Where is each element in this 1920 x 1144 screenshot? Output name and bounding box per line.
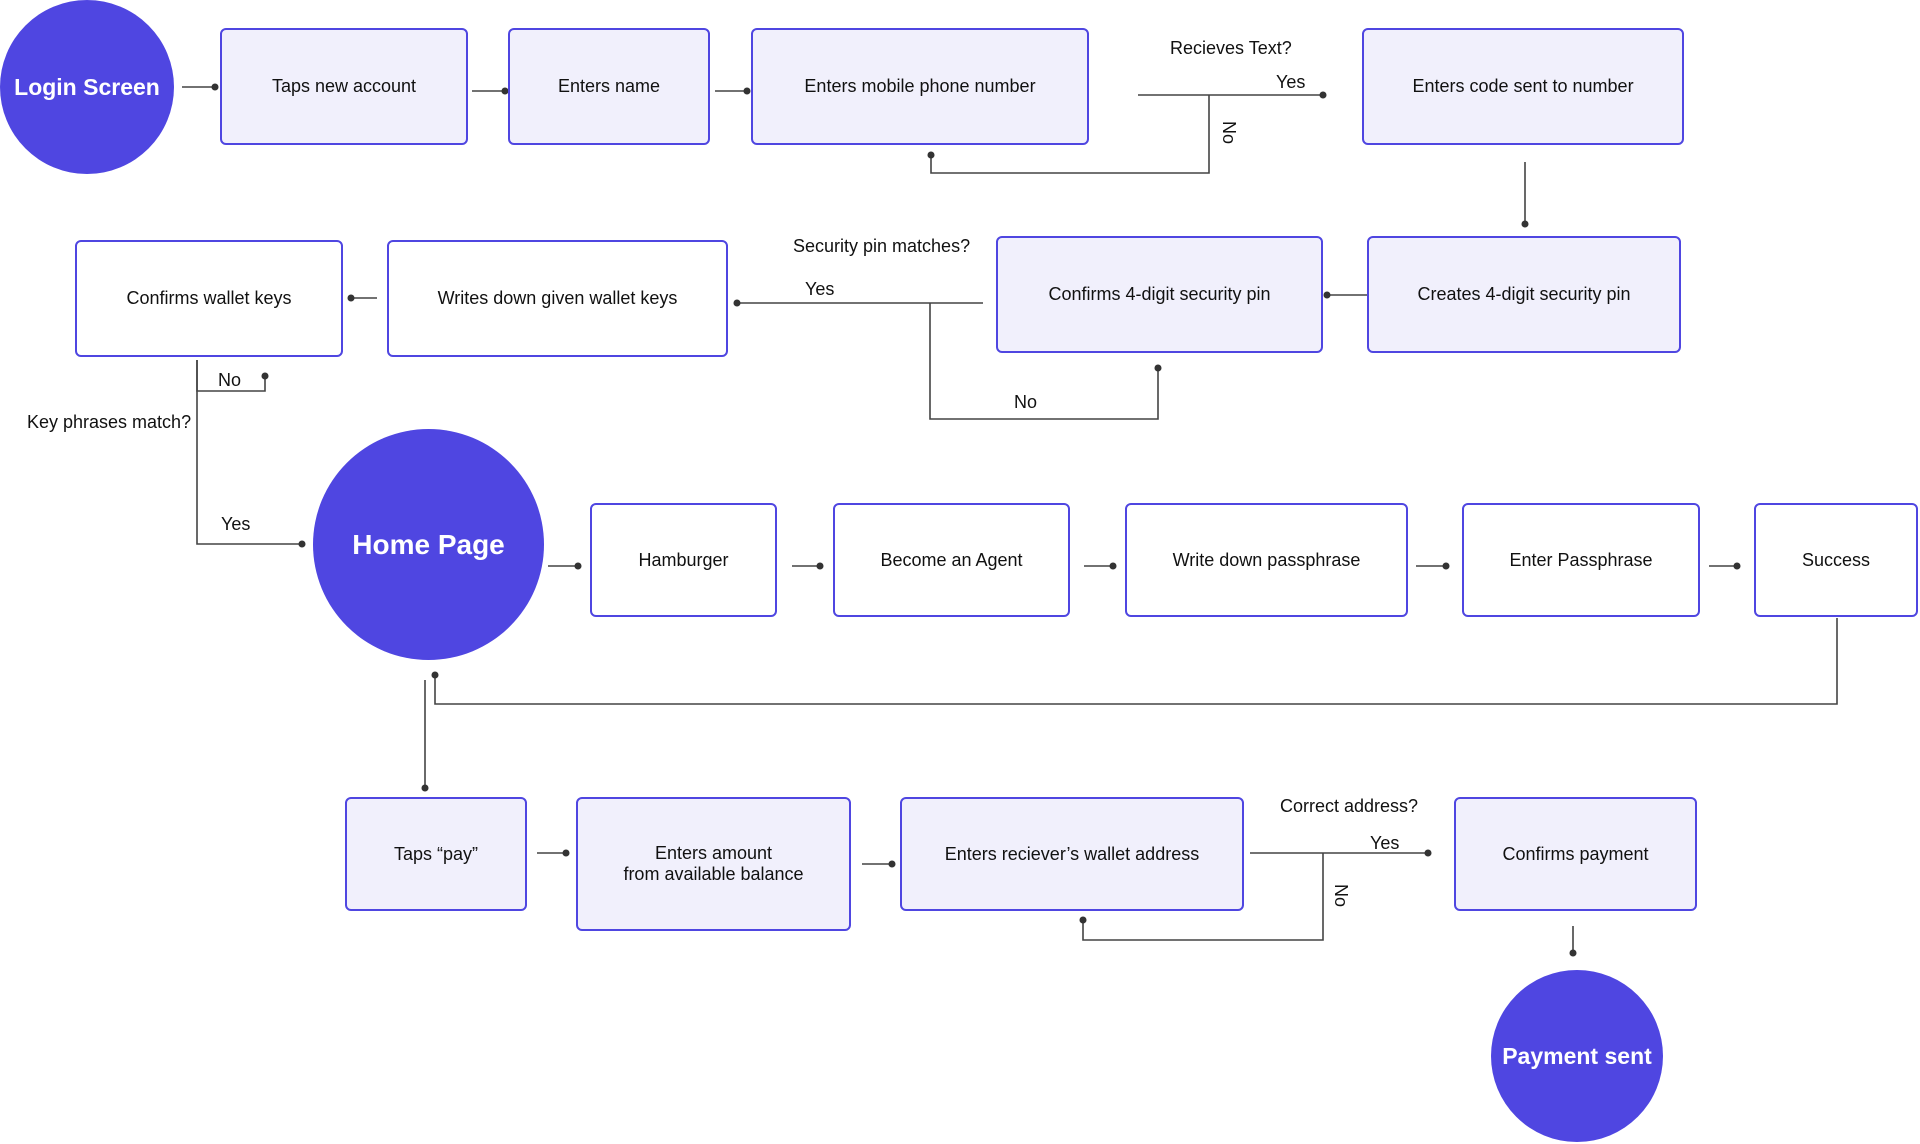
step-enters-address: Enters reciever’s wallet address [900,797,1244,911]
correct-address-question: Correct address? [1280,796,1419,816]
recieves-text-no: No [1219,121,1239,145]
step-success: Success [1754,503,1918,617]
payment-sent-node: Payment sent [1491,970,1663,1142]
payment-sent-label: Payment sent [1502,1042,1652,1069]
login-screen-node: Login Screen [0,0,174,174]
step-enters-name: Enters name [508,28,710,145]
correct-address-yes: Yes [1370,833,1400,853]
step-confirms-pin: Confirms 4-digit security pin [996,236,1323,353]
keys-match-no: No [218,370,242,390]
pin-matches-no: No [1014,392,1038,412]
arrow-address-no [1079,853,1324,941]
step-creates-pin: Creates 4-digit security pin [1367,236,1681,353]
keys-match-yes: Yes [221,514,251,534]
step-hamburger: Hamburger [590,503,777,617]
recieves-text-question: Recieves Text? [1170,38,1292,58]
home-page-label: Home Page [352,528,505,560]
step-taps-pay: Taps “pay” [345,797,527,911]
step-writes-keys: Writes down given wallet keys [387,240,728,357]
keys-match-question: Key phrases match? [27,412,192,432]
arrow-keys-yes [196,360,306,548]
arrow-pin-no [929,303,1162,420]
home-page-node: Home Page [313,429,544,660]
login-screen-label: Login Screen [14,73,160,100]
step-enters-code: Enters code sent to number [1362,28,1684,145]
pin-matches-yes: Yes [805,279,835,299]
arrow-success-to-home [431,618,1838,705]
step-become-agent: Become an Agent [833,503,1070,617]
pin-matches-question: Security pin matches? [793,236,971,256]
recieves-text-yes: Yes [1276,72,1306,92]
step-confirms-payment: Confirms payment [1454,797,1697,911]
correct-address-no: No [1331,884,1351,908]
step-enters-mobile: Enters mobile phone number [751,28,1089,145]
step-enter-passphrase: Enter Passphrase [1462,503,1700,617]
step-taps-new-account: Taps new account [220,28,468,145]
arrow-recieves-text-no [927,95,1210,174]
step-write-passphrase: Write down passphrase [1125,503,1408,617]
step-enters-amount: Enters amount from available balance [576,797,851,931]
step-confirms-keys: Confirms wallet keys [75,240,343,357]
